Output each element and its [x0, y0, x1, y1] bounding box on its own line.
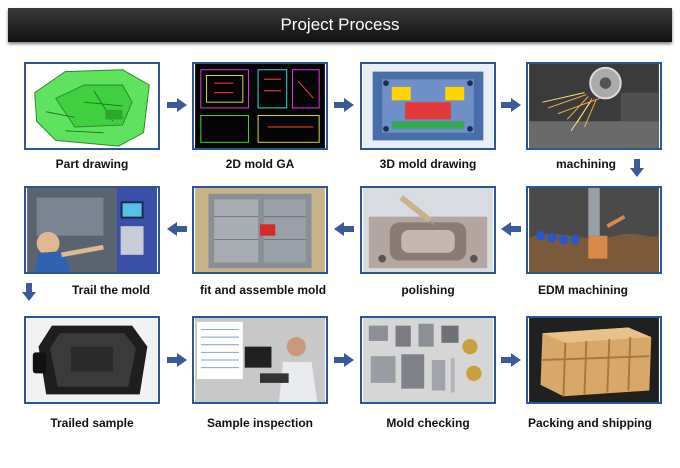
step-label: Packing and shipping [528, 416, 653, 430]
step-label: Sample inspection [206, 416, 314, 430]
page-title: Project Process [8, 8, 672, 42]
edm-machining-image [526, 186, 662, 274]
step-label: fit and assemble mold [200, 283, 327, 297]
packing-and-shipping-image [526, 316, 662, 404]
arrow-left-icon [167, 222, 187, 236]
3d-mold-drawing-image [360, 62, 496, 150]
fit-and-assemble-mold-image [192, 186, 328, 274]
arrow-down-icon [22, 283, 36, 301]
2d-mold-ga-image [192, 62, 328, 150]
step-label: Part drawing [55, 157, 129, 171]
arrow-right-icon [334, 353, 354, 367]
arrow-right-icon [167, 353, 187, 367]
step-label: EDM machining [538, 283, 629, 297]
polishing-image [360, 186, 496, 274]
arrow-right-icon [167, 98, 187, 112]
arrow-left-icon [334, 222, 354, 236]
sample-inspection-image [192, 316, 328, 404]
step-label: machining [556, 157, 617, 171]
arrow-left-icon [501, 222, 521, 236]
mold-checking-image [360, 316, 496, 404]
step-label: 2D mold GA [225, 157, 295, 171]
arrow-right-icon [501, 98, 521, 112]
arrow-right-icon [501, 353, 521, 367]
step-label: 3D mold drawing [379, 157, 477, 171]
step-label: Mold checking [386, 416, 470, 430]
trailed-sample-image [24, 316, 160, 404]
arrow-down-icon [630, 159, 644, 177]
trail-the-mold-image [24, 186, 160, 274]
arrow-right-icon [334, 98, 354, 112]
step-label: Trailed sample [50, 416, 134, 430]
machining-image [526, 62, 662, 150]
step-label: Trail the mold [72, 283, 151, 297]
part-drawing-image [24, 62, 160, 150]
step-label: polishing [401, 283, 455, 297]
